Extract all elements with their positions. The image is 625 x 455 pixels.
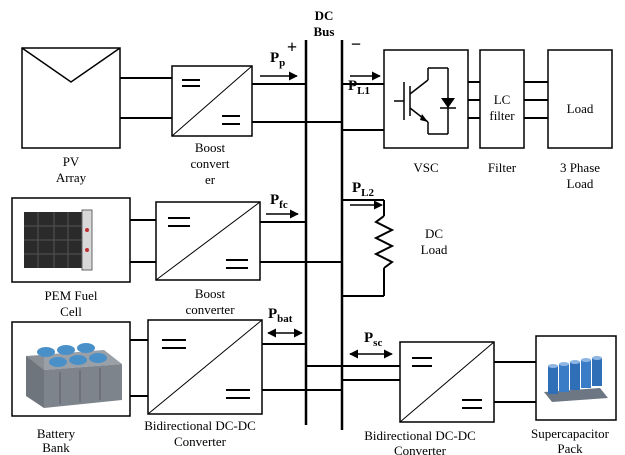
lc-filter-box-line1: LC xyxy=(494,92,511,107)
supercap-label-line2: Pack xyxy=(557,441,583,455)
pv-label-line1: PV xyxy=(63,154,80,169)
fuel-cell-label-line1: PEM Fuel xyxy=(44,288,97,303)
boost2-label-line1: Boost xyxy=(195,286,226,301)
dc-load-label-line1: DC xyxy=(425,226,443,241)
pp-label: Pp xyxy=(270,50,285,69)
bidir2-label-line1: Bidirectional DC-DC xyxy=(364,428,476,443)
filter-label: Filter xyxy=(488,160,517,175)
boost-converter-2: Boost converter xyxy=(155,201,261,317)
battery-label-line2: Bank xyxy=(42,440,70,455)
pem-fuel-cell: PEM Fuel Cell xyxy=(11,197,131,319)
boost-converter-1: Boost convert er xyxy=(171,65,253,187)
pl1-label: PL1 xyxy=(348,78,370,97)
bidirectional-converter-1: Bidirectional DC-DC Converter xyxy=(144,319,263,449)
battery-bank: Battery Bank xyxy=(11,321,131,455)
pbat-label: Pbat xyxy=(268,306,293,325)
boost1-label-line3: er xyxy=(205,172,216,187)
bidirectional-converter-2: Bidirectional DC-DC Converter xyxy=(364,341,495,455)
supercapacitor-icon xyxy=(544,356,608,402)
boost2-label-line2: converter xyxy=(185,302,235,317)
vsc: VSC xyxy=(383,49,469,175)
pv-label-line2: Array xyxy=(56,170,87,185)
fuel-cell-icon xyxy=(24,209,93,271)
bus-plus-sign: + xyxy=(287,37,297,57)
ac-load-label-line2: Load xyxy=(567,176,594,191)
dc-load: DC Load xyxy=(373,200,448,296)
bus-minus-sign: − xyxy=(351,34,361,54)
ac-load-label-line1: 3 Phase xyxy=(560,160,600,175)
diode-icon xyxy=(441,98,455,108)
supercap-label-line1: Supercapacitor xyxy=(531,426,610,441)
vsc-box xyxy=(383,49,469,149)
pv-array: PV Array xyxy=(21,47,121,185)
three-phase-load: Load 3 Phase Load xyxy=(547,49,613,191)
lc-filter: LC filter Filter xyxy=(479,49,525,175)
supercapacitor-pack: Supercapacitor Pack xyxy=(531,335,617,455)
bidir1-label-line1: Bidirectional DC-DC xyxy=(144,418,256,433)
load-box-label: Load xyxy=(567,101,594,116)
psc-label: Psc xyxy=(364,330,382,349)
vsc-label: VSC xyxy=(413,160,438,175)
lc-filter-box xyxy=(479,49,525,149)
bus-title-line2: Bus xyxy=(314,24,335,39)
pv-panel-icon xyxy=(21,47,121,149)
igbt-icon xyxy=(394,67,449,135)
bidir1-label-line2: Converter xyxy=(174,434,227,449)
boost1-label-line1: Boost xyxy=(195,140,226,155)
lc-filter-box-line2: filter xyxy=(489,108,515,123)
battery-icon xyxy=(26,343,122,408)
battery-label-line1: Battery xyxy=(37,426,76,441)
pl2-label: PL2 xyxy=(352,180,375,199)
fuel-cell-label-line2: Cell xyxy=(60,304,82,319)
boost1-label-line2: convert xyxy=(191,156,230,171)
pfc-label: Pfc xyxy=(270,192,288,211)
dc-load-label-line2: Load xyxy=(421,242,448,257)
load-box xyxy=(547,49,613,149)
bidir2-label-line2: Converter xyxy=(394,443,447,455)
resistor-icon xyxy=(373,215,395,269)
bus-title-line1: DC xyxy=(315,8,334,23)
